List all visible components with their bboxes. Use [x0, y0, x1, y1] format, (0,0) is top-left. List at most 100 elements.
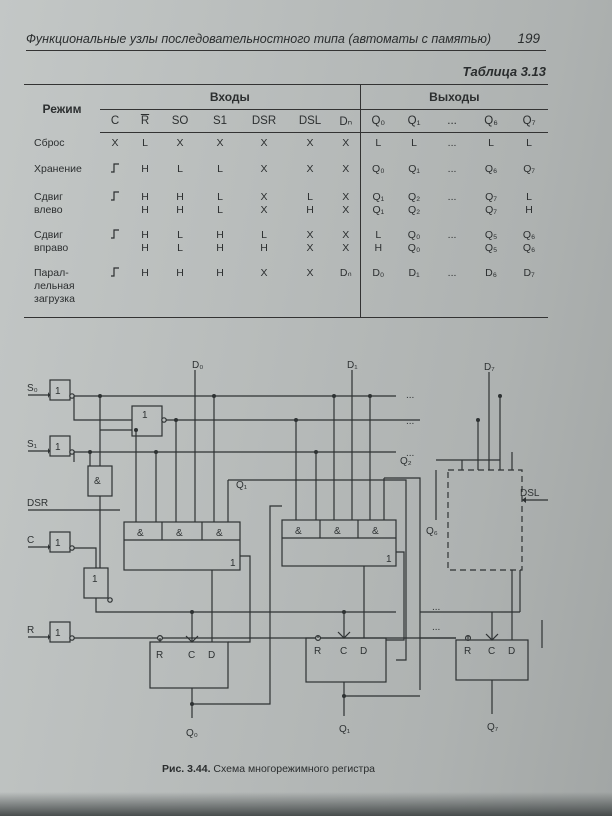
- label-dsr: DSR: [27, 498, 48, 509]
- table-cell: X: [306, 163, 314, 175]
- continuation-dots: ...: [432, 622, 440, 633]
- table-cell: L: [177, 163, 183, 175]
- inverter-s1: [49, 435, 71, 457]
- or-label: 1: [92, 574, 98, 585]
- table-cell: ...: [447, 163, 457, 175]
- label-q7-out: Q₇: [487, 722, 499, 733]
- register-schematic: S₀ S₁ DSR C R D₀ D₁ D₇ DSL Q₁ Q₂ Q₆ Q₀ Q…: [27, 360, 548, 739]
- col-q0: Q₀: [359, 109, 397, 133]
- inverter-r: [49, 621, 71, 643]
- table-cell: L: [217, 163, 223, 175]
- table-cell: H: [130, 263, 160, 318]
- and-label: &: [137, 528, 144, 539]
- mode-table: Режим Входы Выходы C R SO S1 DSR DSL Dₙ …: [24, 84, 549, 318]
- caption-label: Рис. 3.44.: [162, 763, 211, 775]
- mux-block-0: [123, 521, 241, 571]
- or-label: 1: [230, 558, 236, 569]
- table-cell: H: [200, 263, 240, 318]
- col-q6: Q₆: [472, 109, 511, 133]
- inverter-s0: [49, 379, 71, 401]
- and-label: &: [176, 528, 183, 539]
- and-label: &: [94, 476, 101, 487]
- col-s0: SO: [160, 109, 200, 133]
- page-shadow: [0, 792, 612, 816]
- label-q0-out: Q₀: [186, 728, 198, 739]
- label-q6-wire: Q₆: [426, 526, 438, 537]
- caption-text: Схема многорежимного регистра: [213, 763, 376, 775]
- label-q1-out: Q₁: [339, 724, 351, 735]
- continuation-dots: ...: [406, 416, 414, 427]
- table-row-reset: Сброс X L X X X X X L L ... L L: [24, 132, 548, 159]
- running-header: Функциональные узлы последовательностног…: [26, 31, 546, 51]
- table-cell: X: [306, 137, 314, 149]
- table-cell: D₀: [359, 263, 397, 318]
- table-cell: Q₆: [484, 163, 498, 175]
- gate-label: 1: [142, 410, 148, 421]
- inverter-label: 1: [55, 386, 61, 397]
- flip-flop-1: [305, 637, 387, 683]
- continuation-dots: ...: [432, 602, 440, 613]
- table-cell: L: [359, 132, 397, 159]
- table-cell: D₁: [396, 263, 433, 318]
- table-cell: ...: [432, 263, 473, 318]
- table-cell: X: [342, 137, 350, 149]
- table-cell: Q₀: [359, 159, 397, 187]
- label-dsl: DSL: [520, 488, 540, 499]
- inverter-label: 1: [55, 628, 61, 639]
- col-q1: Q₁: [396, 109, 433, 133]
- clock-edge-icon: [100, 263, 130, 318]
- ff-d-label: D: [360, 646, 367, 657]
- ff-r-label: R: [464, 646, 471, 657]
- table-cell: X: [176, 137, 184, 149]
- table-cell: X: [342, 163, 350, 175]
- table-cell: H: [160, 263, 200, 318]
- clock-edge-icon: [100, 187, 130, 225]
- label-r: R: [27, 625, 34, 636]
- table-cell: ...: [447, 137, 457, 149]
- mode-cell: Сброс: [34, 136, 65, 149]
- table-cell: ...: [447, 191, 457, 203]
- label-d0: D₀: [192, 360, 203, 371]
- continuation-dots: ...: [406, 390, 414, 401]
- ff-c-label: C: [188, 650, 195, 661]
- mode-header: Режим: [24, 84, 100, 133]
- label-d7: D₇: [484, 362, 495, 373]
- ff-c-label: C: [340, 646, 347, 657]
- label-s1: S₁: [27, 439, 38, 450]
- label-q1-wire: Q₁: [236, 480, 248, 491]
- col-dn: Dₙ: [332, 109, 361, 133]
- table-cell: L: [526, 137, 532, 149]
- ff-c-label: C: [488, 646, 495, 657]
- label-d1: D₁: [347, 360, 358, 371]
- mux-block-7: [447, 469, 523, 571]
- table-cell: X: [288, 263, 332, 318]
- col-dots: ...: [432, 109, 473, 133]
- table-cell: H: [141, 163, 149, 175]
- table-cell: L: [488, 137, 494, 149]
- inverter-c: [49, 531, 71, 553]
- inverter-label: 1: [55, 538, 61, 549]
- table-cell: X: [216, 137, 224, 149]
- table-cell: X: [260, 163, 268, 175]
- col-dsr: DSR: [240, 109, 288, 133]
- table-cell: Q₁: [408, 163, 420, 175]
